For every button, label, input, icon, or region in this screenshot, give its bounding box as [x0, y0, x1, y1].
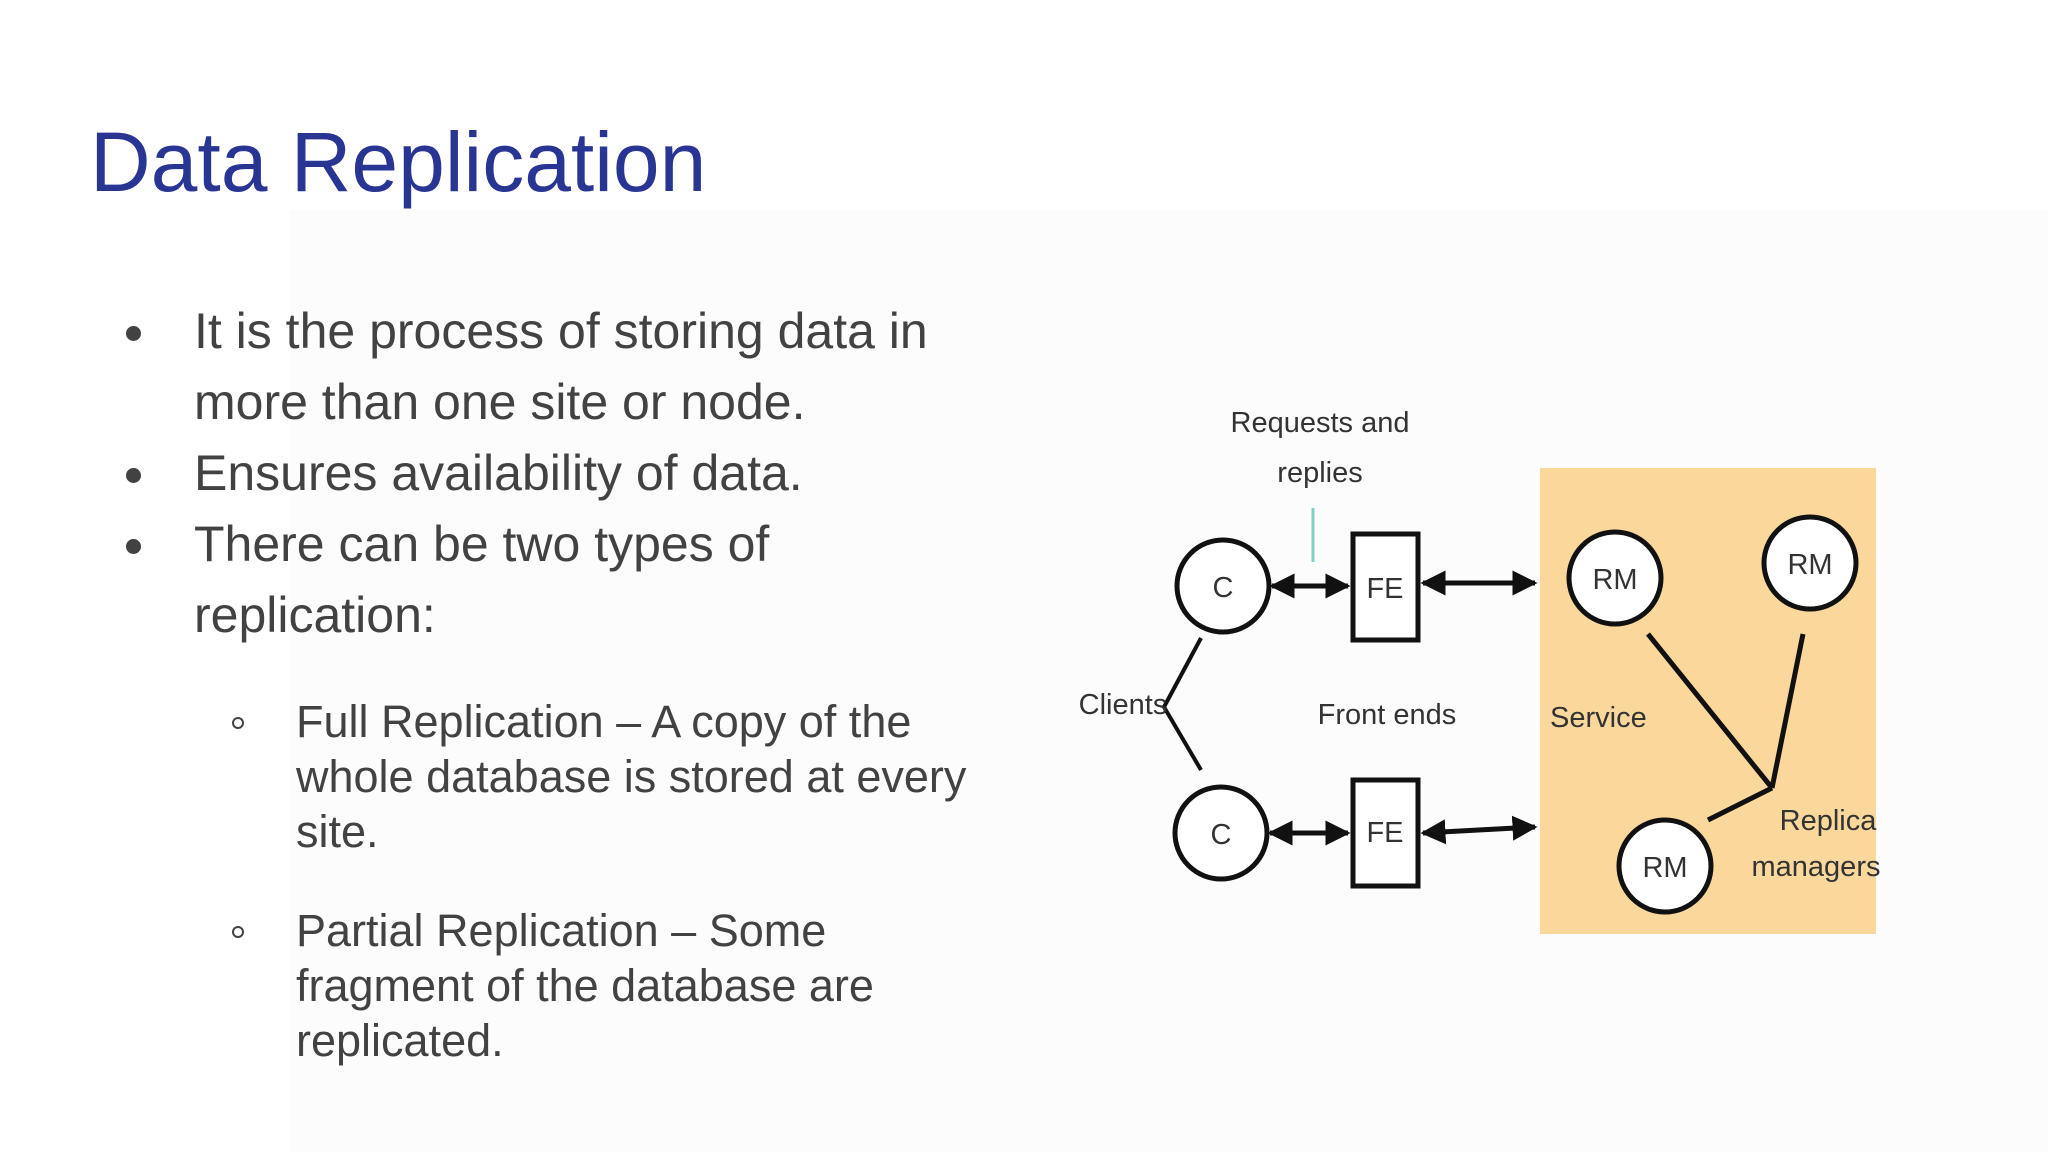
rm-left-label: RM [1592, 564, 1637, 596]
rm-bottom-node [1616, 817, 1714, 915]
rm-bottom-label: RM [1642, 852, 1687, 884]
client-bottom-node [1172, 784, 1270, 882]
sub-bullet-text: Full Replication – A copy of the whole d… [296, 696, 967, 857]
clients-label: Clients [1080, 689, 1167, 721]
front-ends-label: Front ends [1318, 699, 1457, 731]
bullet-text: There can be two types of replication: [194, 516, 770, 643]
rm-link-bottom [1706, 785, 1774, 823]
bullet-item: There can be two types of replication: [120, 509, 950, 651]
fe-bottom-box [1350, 777, 1421, 889]
clients-bracket [1161, 637, 1203, 772]
rm-right-label: RM [1787, 549, 1832, 581]
requests-label: Requests and [1231, 407, 1410, 439]
fe-service-bottom-arrow [1420, 815, 1538, 845]
rm-link-right [1769, 633, 1806, 789]
rm-link-left [1646, 632, 1774, 790]
rm-right-node [1761, 514, 1859, 612]
bullet-item: It is the process of storing data in mor… [120, 296, 950, 438]
replies-label: replies [1277, 457, 1362, 489]
bullet-text: Ensures availability of data. [194, 445, 803, 501]
bullet-list: It is the process of storing data in mor… [120, 296, 950, 651]
hollow-bullet-icon [232, 717, 244, 729]
sub-bullet-list: Full Replication – A copy of the whole d… [228, 694, 988, 1112]
fe-bottom-label: FE [1366, 817, 1403, 849]
replication-diagram: Requests and replies C C Clients FE FE F… [1080, 407, 1881, 934]
hollow-bullet-icon [232, 926, 244, 938]
bullet-text: It is the process of storing data in mor… [194, 303, 928, 430]
rm-left-node [1566, 529, 1664, 627]
fe-top-label: FE [1366, 573, 1403, 605]
bullet-dot-icon [126, 326, 141, 341]
client-top-node [1174, 537, 1272, 635]
client-top-label: C [1213, 572, 1234, 604]
bullet-dot-icon [126, 539, 141, 554]
client-bottom-label: C [1211, 819, 1232, 851]
sub-bullet-item: Partial Replication – Some fragment of t… [228, 903, 988, 1068]
sub-bullet-text: Partial Replication – Some fragment of t… [296, 905, 874, 1066]
page-title: Data Replication [90, 115, 707, 209]
managers-label: managers [1752, 851, 1881, 883]
service-label: Service [1550, 702, 1647, 734]
bullet-dot-icon [126, 468, 141, 483]
sub-bullet-item: Full Replication – A copy of the whole d… [228, 694, 988, 859]
fe-top-box [1350, 531, 1421, 643]
replica-label: Replica [1780, 805, 1878, 837]
bullet-item: Ensures availability of data. [120, 438, 950, 509]
